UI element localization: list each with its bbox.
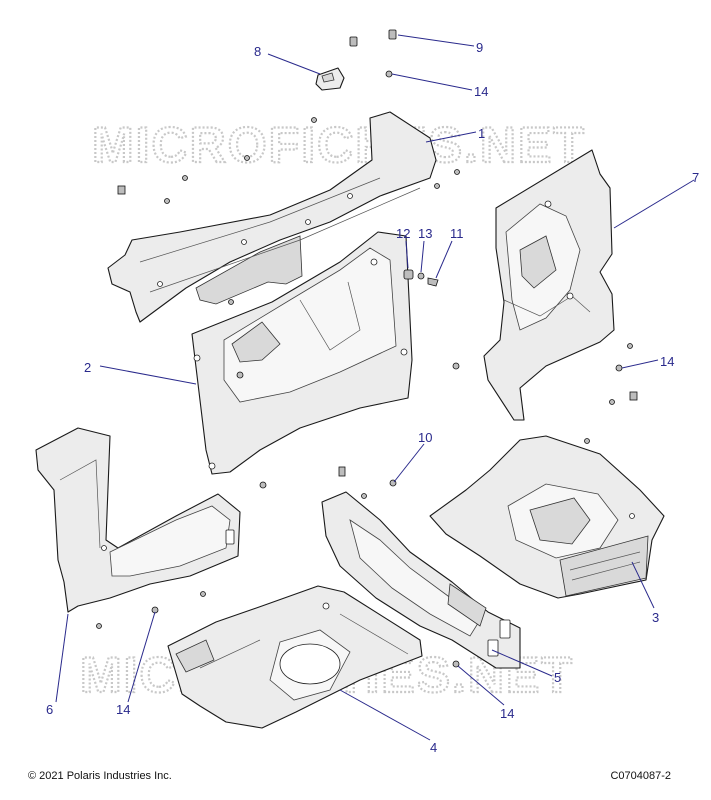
- callout-10: 10: [418, 430, 432, 445]
- callout-14-left: 14: [116, 702, 130, 717]
- callout-9: 9: [476, 40, 483, 55]
- part-1-upper-panel: [107, 111, 437, 323]
- callout-1: 1: [478, 126, 485, 141]
- watermark-top: MICROFICHES.NET: [92, 117, 586, 173]
- callout-labels: 9 8 14 1 7 12 13 11 2 14 10 3 5 6 14 14 …: [46, 40, 699, 755]
- callout-12: 12: [396, 226, 410, 241]
- copyright-text: © 2021 Polaris Industries Inc.: [28, 770, 172, 782]
- top-fasteners: [349, 29, 397, 78]
- callout-14-top: 14: [474, 84, 488, 99]
- callout-4: 4: [430, 740, 437, 755]
- fasteners-12-13-11: [403, 269, 439, 287]
- callout-11: 11: [450, 226, 464, 241]
- part-3-storage-tub: [429, 435, 665, 599]
- callout-8: 8: [254, 44, 261, 59]
- leader-lines: [55, 34, 695, 741]
- callout-5: 5: [554, 670, 561, 685]
- part-4-floor-panel: [167, 585, 423, 729]
- callout-2: 2: [84, 360, 91, 375]
- part-7-side-panel: [483, 149, 615, 421]
- callout-7: 7: [692, 170, 699, 185]
- callout-6: 6: [46, 702, 53, 717]
- part-8-clip: [315, 67, 345, 91]
- part-2-rear-panel: [191, 231, 413, 475]
- callout-14-right: 14: [660, 354, 674, 369]
- callout-13: 13: [418, 226, 432, 241]
- callout-3: 3: [652, 610, 659, 625]
- drawing-code: C0704087-2: [610, 770, 671, 782]
- callout-14-bottom: 14: [500, 706, 514, 721]
- part-5-center-tunnel: [321, 491, 521, 669]
- part-6-left-panel: [35, 427, 241, 613]
